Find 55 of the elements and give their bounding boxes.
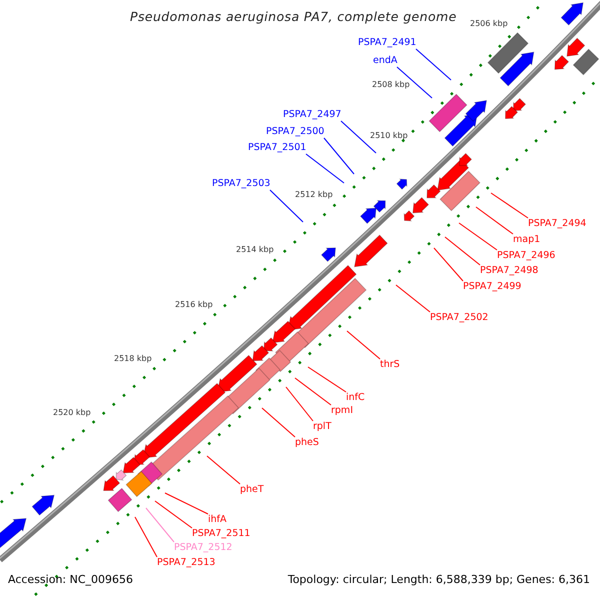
- gene-label: ihfA: [208, 514, 227, 526]
- gene-label: PSPA7_2502: [430, 312, 488, 324]
- tick-label: 2510 kbp: [370, 131, 408, 141]
- tick-label: 2508 kbp: [372, 80, 410, 90]
- leader-line: [154, 500, 192, 528]
- leader-line: [206, 456, 240, 484]
- leader-line: [134, 516, 158, 558]
- leader-line: [262, 408, 296, 438]
- leader-line: [346, 330, 380, 360]
- leader-line: [434, 248, 464, 282]
- leader-line: [416, 48, 452, 80]
- leader-line: [294, 378, 332, 406]
- leader-line: [286, 386, 314, 422]
- leader-line: [340, 120, 376, 154]
- leader-line: [306, 154, 344, 184]
- leader-line: [396, 66, 432, 98]
- footer-text: Topology: circular; Length: 6,588,339 bp; Genes: 6,361: [288, 573, 590, 587]
- gene-label: map1: [513, 234, 540, 246]
- gene-label: rpmI: [331, 405, 353, 417]
- tick-label: 2520 kbp: [53, 408, 91, 418]
- gene-label: pheS: [295, 437, 319, 449]
- gene-label: PSPA7_2500: [266, 126, 324, 138]
- gene-label: PSPA7_2501: [248, 142, 306, 154]
- leader-line: [490, 192, 528, 218]
- gene-label: PSPA7_2513: [157, 557, 216, 569]
- gene-label: rplT: [313, 421, 332, 433]
- leader-line: [146, 508, 174, 542]
- gene-label: PSPA7_2496: [497, 250, 556, 262]
- gene-label: thrS: [380, 359, 400, 371]
- leader-line: [458, 222, 498, 250]
- leader-line: [270, 190, 304, 222]
- gene-label: PSPA7_2494: [528, 218, 586, 230]
- gene-label: endA: [373, 55, 398, 67]
- gene-label: PSPA7_2511: [192, 528, 250, 540]
- tick-label: 2518 kbp: [114, 354, 152, 364]
- gene-label: PSPA7_2498: [480, 265, 538, 277]
- title: Pseudomonas aeruginosa PA7, complete genome: [130, 9, 457, 25]
- gene-label: PSPA7_2499: [463, 281, 522, 293]
- gene-label: PSPA7_2503: [212, 178, 270, 190]
- leader-line: [164, 492, 208, 514]
- leader-line: [308, 366, 346, 392]
- leader-line: [324, 138, 354, 174]
- tick-label: 2506 kbp: [470, 19, 508, 29]
- tick-label: 2512 kbp: [295, 190, 333, 200]
- gene-label: PSPA7_2497: [283, 109, 342, 121]
- gene-label: PSPA7_2512: [174, 542, 232, 554]
- tick-label: 2514 kbp: [236, 245, 274, 255]
- leader-line: [444, 236, 480, 266]
- leader-line: [396, 284, 430, 312]
- leader-line: [476, 206, 514, 234]
- gene-label: PSPA7_2491: [358, 37, 416, 49]
- gene-label: pheT: [240, 484, 264, 496]
- tick-label: 2516 kbp: [175, 300, 213, 310]
- gene-label: infC: [346, 392, 365, 404]
- footer-text: Accession: NC_009656: [8, 573, 134, 587]
